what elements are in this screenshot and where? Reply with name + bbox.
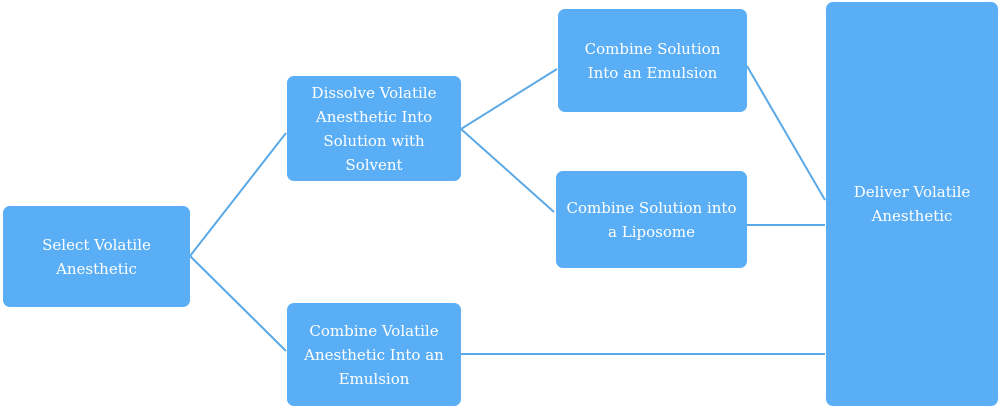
edge-solution-emulsion-to-deliver <box>746 65 826 201</box>
node-deliver-volatile-anesthetic: Deliver Volatile Anesthetic <box>826 2 998 406</box>
node-select-volatile-anesthetic: Select Volatile Anesthetic <box>3 206 190 307</box>
node-label: Combine Solution into a Liposome <box>566 198 737 241</box>
node-combine-solution-emulsion: Combine Solution Into an Emulsion <box>558 9 747 112</box>
edge-dissolve-to-liposome <box>460 128 555 213</box>
edge-dissolve-to-solution-emulsion <box>460 68 558 130</box>
node-label: Combine Solution Into an Emulsion <box>584 39 721 82</box>
node-label: Combine Volatile Anesthetic Into an Emul… <box>304 321 444 388</box>
node-label: Select Volatile Anesthetic <box>42 235 151 278</box>
node-dissolve-volatile-anesthetic: Dissolve Volatile Anesthetic Into Soluti… <box>287 76 461 181</box>
node-label: Deliver Volatile Anesthetic <box>853 183 971 225</box>
node-combine-volatile-emulsion: Combine Volatile Anesthetic Into an Emul… <box>287 303 461 406</box>
edge-select-to-volatile-emulsion <box>189 255 287 352</box>
node-label: Dissolve Volatile Anesthetic Into Soluti… <box>311 83 437 174</box>
edge-select-to-dissolve <box>189 132 287 257</box>
node-combine-solution-liposome: Combine Solution into a Liposome <box>556 171 747 268</box>
